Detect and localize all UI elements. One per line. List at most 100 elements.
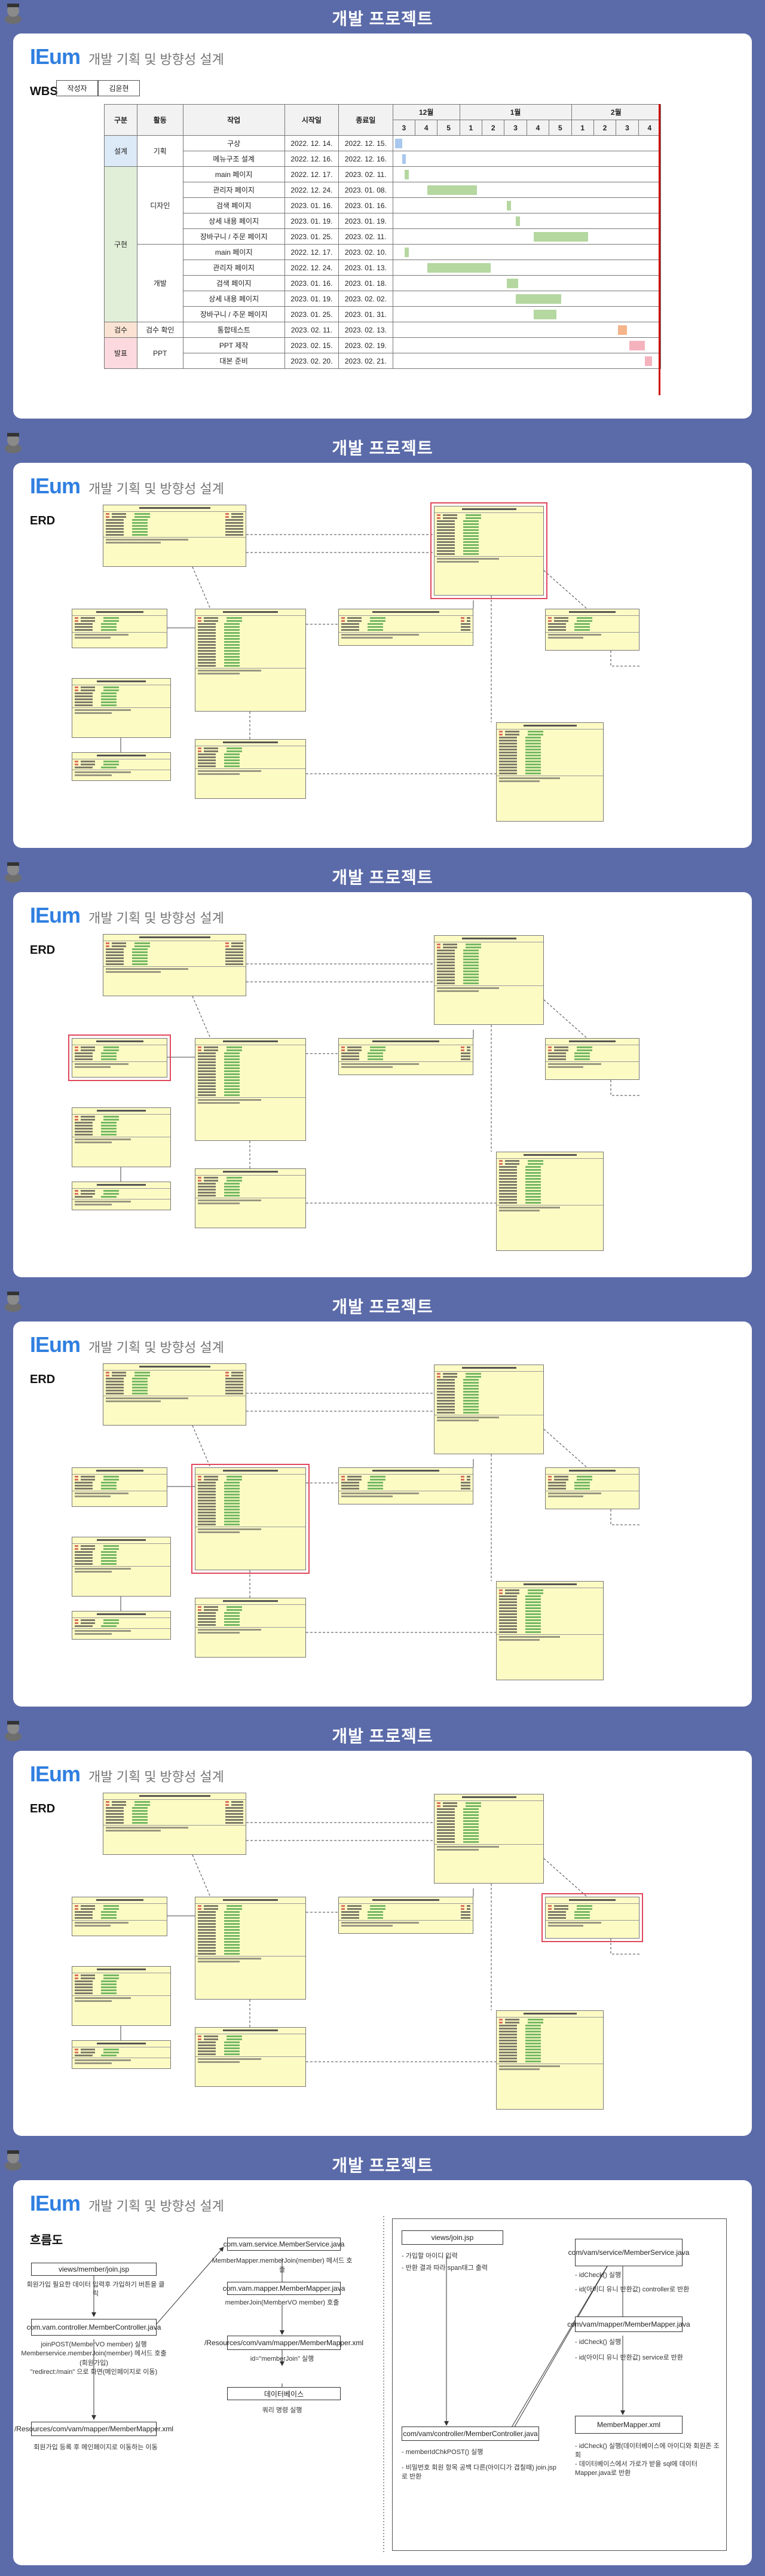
erd-relations xyxy=(120,1822,641,2062)
activity-cell: 검수 확인 xyxy=(136,322,183,338)
erd-entity xyxy=(434,1365,544,1454)
brand-logo: IEum xyxy=(30,2191,81,2215)
today-line xyxy=(659,104,660,395)
task-cell: main 페이지 xyxy=(182,166,285,182)
activity-cell: 디자인 xyxy=(136,166,183,245)
highlight-box xyxy=(430,502,547,599)
flow-box-database: 데이터베이스 xyxy=(227,2387,341,2400)
gantt-bar xyxy=(515,216,521,226)
activity-cell: 기획 xyxy=(136,135,183,167)
card-subtitle: 개발 기획 및 방향성 설계 xyxy=(88,1340,224,1355)
erd-entity xyxy=(545,609,639,651)
start-cell: 2022. 12. 17. xyxy=(284,244,339,260)
end-cell: 2023. 02. 10. xyxy=(338,244,393,260)
erd-entity xyxy=(72,1966,171,2026)
gantt-bar xyxy=(534,310,557,319)
brand-logo: IEum xyxy=(30,1332,81,1357)
wbs-header: 종료일 xyxy=(338,104,393,136)
mascot-icon xyxy=(5,1721,22,1741)
erd-entity xyxy=(72,609,167,648)
gantt-bar xyxy=(506,201,512,210)
end-cell: 2023. 02. 11. xyxy=(338,228,393,245)
erd-label: ERD xyxy=(30,514,56,527)
flow-text: 회원가입 등록 후 메인페이지로 이동하는 이동 xyxy=(33,2444,158,2451)
card-subtitle: 개발 기획 및 방향성 설계 xyxy=(88,1769,224,1784)
erd-entity xyxy=(434,506,544,596)
gantt-bar xyxy=(645,356,652,366)
week-header: 5 xyxy=(437,120,460,136)
flow-box-service: com.vam.service.MemberService.java xyxy=(224,2238,344,2251)
gantt-bar xyxy=(395,139,402,148)
start-cell: 2023. 01. 16. xyxy=(284,275,339,291)
erd-entity xyxy=(434,1794,544,1884)
gantt-bar xyxy=(617,325,628,335)
erd-entity xyxy=(103,505,246,567)
flow-box-mapper-java: com.vam.mapper.MemberMapper.java xyxy=(223,2282,345,2295)
start-cell: 2023. 01. 16. xyxy=(284,197,339,213)
erd-entity xyxy=(545,1897,639,1939)
task-cell: main 페이지 xyxy=(182,244,285,260)
erd-relations xyxy=(120,534,641,774)
section-title: 개발 프로젝트 xyxy=(332,439,433,457)
task-cell: 구상 xyxy=(182,135,285,151)
week-header: 1 xyxy=(459,120,483,136)
mascot-icon xyxy=(5,433,22,453)
flow-box-mapper-java: com/vam/mapper/MemberMapper.java xyxy=(567,2316,690,2332)
start-cell: 2022. 12. 14. xyxy=(284,135,339,151)
erd-entity xyxy=(72,678,171,738)
erd-entity xyxy=(496,1152,604,1251)
highlight-box xyxy=(191,1464,310,1574)
flow-text: - idCheck() 실행 xyxy=(575,2339,622,2346)
start-cell: 2023. 01. 19. xyxy=(284,291,339,307)
gantt-cell xyxy=(392,213,662,229)
flow-text: joinPOST(MemberVO member) 실행 Memberservi… xyxy=(21,2341,167,2376)
erd-entity xyxy=(195,2027,306,2087)
flow-text: id="memberJoin" 실행 xyxy=(250,2355,314,2363)
mascot-icon xyxy=(5,4,22,24)
flow-text: - idCheck() 실행 xyxy=(575,2272,622,2279)
erd-label: ERD xyxy=(30,944,56,957)
flow-text: - 가입할 아이디 입력 xyxy=(402,2253,458,2260)
start-cell: 2023. 02. 15. xyxy=(284,337,339,353)
task-cell: 검색 페이지 xyxy=(182,197,285,213)
week-header: 1 xyxy=(571,120,594,136)
flow-box-mapper-xml: /Resources/com/vam/mapper/MemberMapper.x… xyxy=(204,2336,363,2350)
gantt-cell xyxy=(392,151,662,167)
erd-entity xyxy=(103,1793,246,1855)
mascot-icon xyxy=(5,2150,22,2171)
erd-entity xyxy=(195,1598,306,1658)
task-cell: 통합테스트 xyxy=(182,322,285,338)
gantt-cell xyxy=(392,306,662,322)
start-cell: 2023. 01. 25. xyxy=(284,228,339,245)
card-header: IEum 개발 기획 및 방향성 설계 xyxy=(30,44,224,69)
erd-entity xyxy=(72,1611,171,1640)
group-cell: 설계 xyxy=(104,135,137,167)
flow-text: 쿼리 명령 실행 xyxy=(262,2407,302,2414)
group-cell: 발표 xyxy=(104,337,137,369)
gantt-cell xyxy=(392,291,662,307)
wbs-header: 작업 xyxy=(182,104,285,136)
card-subtitle: 개발 기획 및 방향성 설계 xyxy=(88,52,224,67)
task-cell: 상세 내용 페이지 xyxy=(182,291,285,307)
erd-entity xyxy=(195,1168,306,1228)
slide-wbs: 개발 프로젝트 IEum 개발 기획 및 방향성 설계 WBS 작성자 김윤현 … xyxy=(0,0,765,429)
erd-entity xyxy=(338,1038,473,1075)
flow-text: memberJoin(MemberVO member) 호출 xyxy=(225,2299,339,2306)
week-header: 3 xyxy=(616,120,639,136)
gantt-bar xyxy=(404,248,409,257)
start-cell: 2022. 12. 17. xyxy=(284,166,339,182)
gantt-bar xyxy=(404,170,409,179)
brand-logo: IEum xyxy=(30,1762,81,1786)
content-card: IEum 개발 기획 및 방향성 설계 WBS 작성자 김윤현 구분 활동 작업… xyxy=(13,33,752,419)
card-header: IEum 개발 기획 및 방향성 설계 xyxy=(30,1332,224,1357)
erd-entity xyxy=(195,1467,306,1570)
gantt-bar xyxy=(427,263,491,273)
wbs-label: WBS xyxy=(30,85,58,98)
